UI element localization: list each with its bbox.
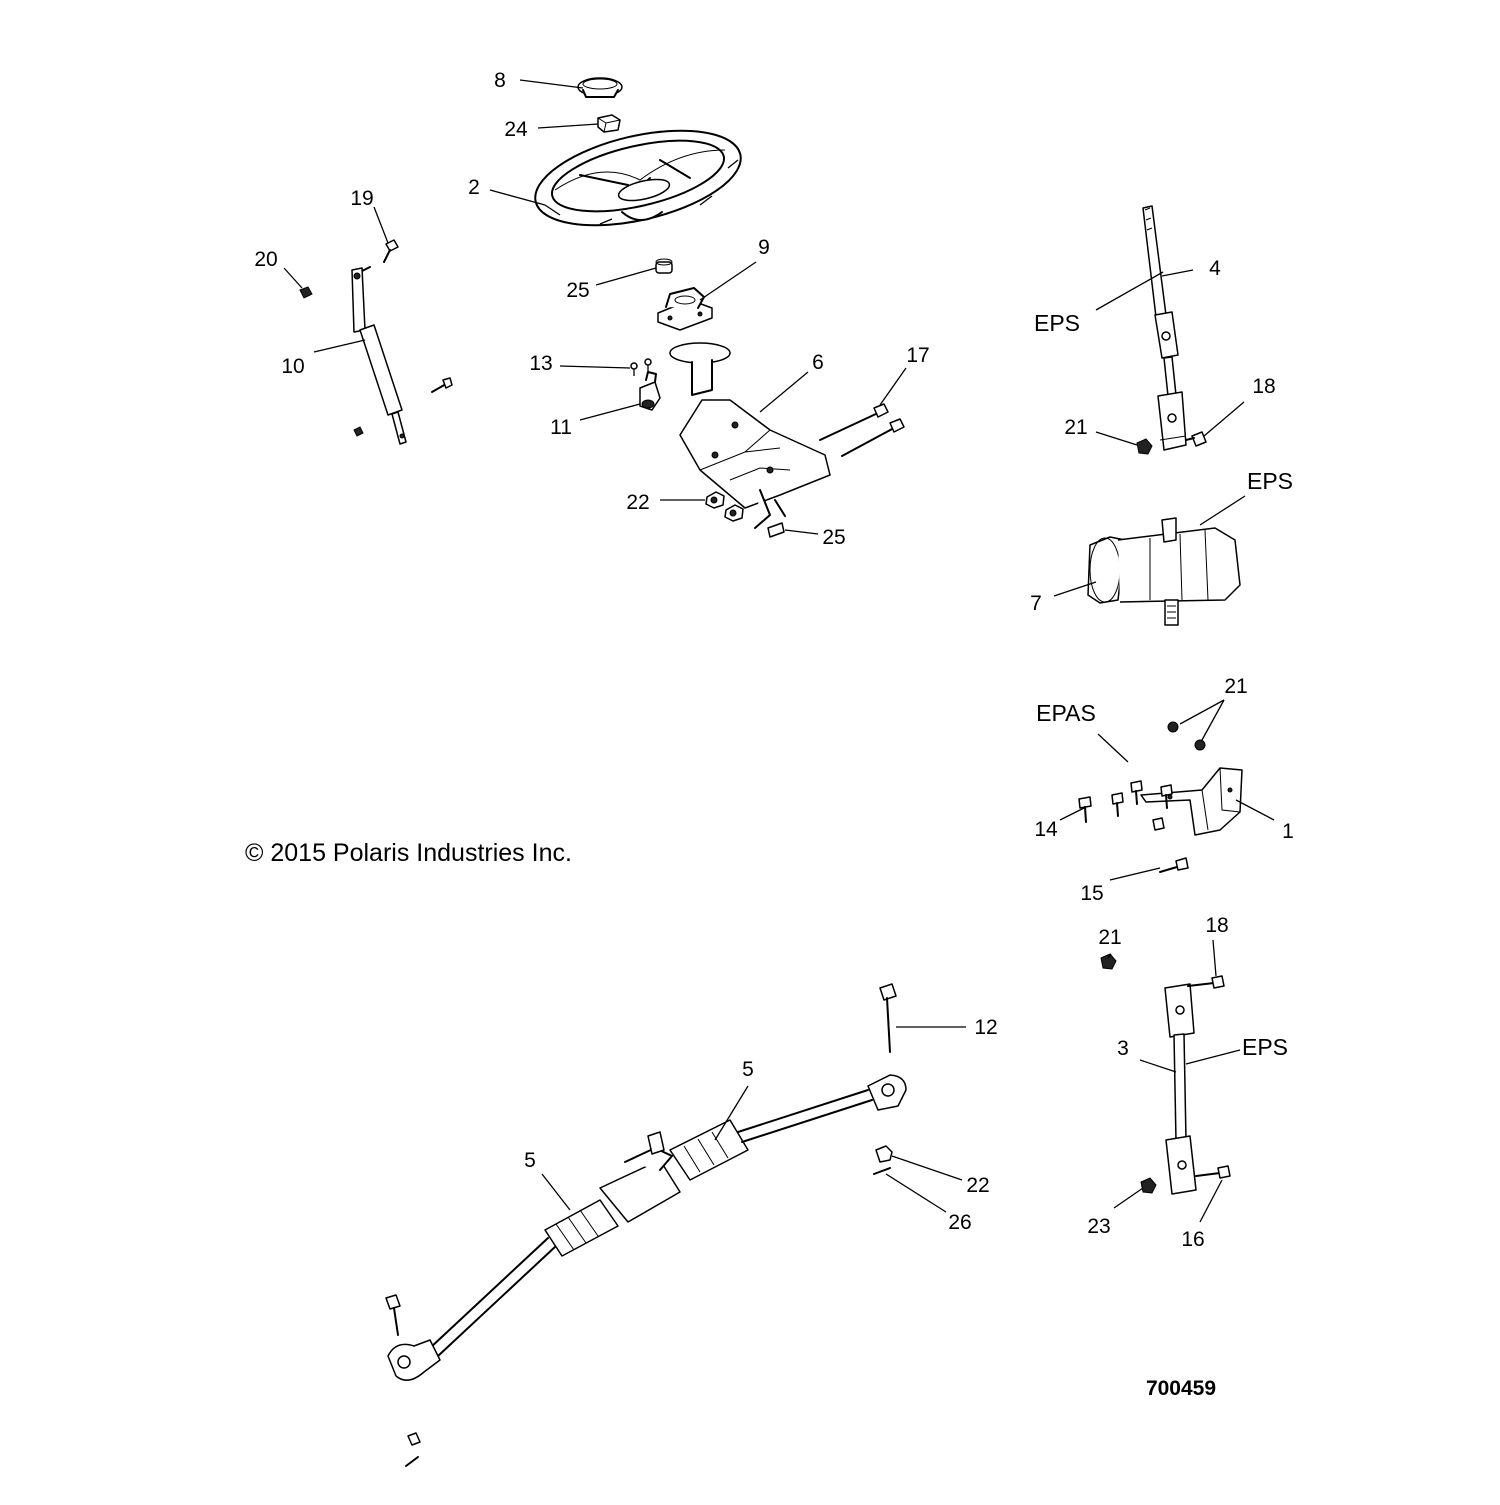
tag-epas: EPAS <box>1036 700 1096 726</box>
callout-17: 17 <box>906 344 929 367</box>
part-tie-rod-nut-pin <box>873 1145 893 1175</box>
callout-19: 19 <box>350 187 373 210</box>
part-epas-nuts <box>1167 721 1206 751</box>
callout-8: 8 <box>494 69 506 92</box>
callout-16: 16 <box>1181 1228 1204 1251</box>
callout-25-lower: 25 <box>822 526 845 549</box>
callout-12: 12 <box>974 1016 997 1039</box>
callout-22-upper: 22 <box>626 491 649 514</box>
callout-20: 20 <box>254 248 277 271</box>
callout-25-upper: 25 <box>566 279 589 302</box>
part-tie-rod-bolt-upper <box>879 983 897 1053</box>
callout-9: 9 <box>758 236 770 259</box>
part-steering-cap <box>577 77 623 98</box>
callout-1: 1 <box>1282 820 1294 843</box>
copyright-notice: © 2015 Polaris Industries Inc. <box>245 839 572 867</box>
callout-24: 24 <box>504 118 528 141</box>
figure-id: 700459 <box>1146 1377 1216 1400</box>
callout-23: 23 <box>1087 1215 1110 1238</box>
part-sensor <box>639 371 661 411</box>
callout-5-upper: 5 <box>742 1058 754 1081</box>
part-spacer-lower <box>767 522 785 538</box>
part-epas-bolts <box>1078 780 1189 873</box>
part-upper-shaft <box>1142 205 1187 451</box>
part-epas-bracket <box>1140 767 1243 836</box>
part-spacer-upper <box>655 258 673 274</box>
part-column-support <box>669 342 831 529</box>
callout-26: 26 <box>948 1211 971 1234</box>
callout-18-lower: 18 <box>1205 914 1228 937</box>
part-shaft-fasteners-upper <box>1136 431 1207 455</box>
callout-22-lower: 22 <box>966 1174 989 1197</box>
callout-18-upper: 18 <box>1252 375 1275 398</box>
part-lower-shaft <box>1164 983 1197 1195</box>
callout-10: 10 <box>281 355 304 378</box>
callout-3: 3 <box>1117 1037 1129 1060</box>
callout-13: 13 <box>529 352 552 375</box>
part-steering-rack <box>387 1074 907 1381</box>
callout-21-epas: 21 <box>1224 675 1247 698</box>
callout-5-lower: 5 <box>524 1149 536 1172</box>
part-screws <box>630 358 652 376</box>
callout-6: 6 <box>812 351 824 374</box>
callout-14: 14 <box>1034 818 1058 841</box>
part-shaft-fasteners-lower <box>1100 953 1231 1194</box>
part-eps-unit <box>1087 517 1241 626</box>
part-tie-rod-bolt-lower <box>385 1294 421 1467</box>
part-wheel-nut <box>597 114 621 133</box>
callout-7: 7 <box>1030 592 1042 615</box>
callout-11: 11 <box>550 416 572 439</box>
callout-21-lower: 21 <box>1098 926 1121 949</box>
tag-eps-unit: EPS <box>1247 468 1293 494</box>
tag-eps-lower-shaft: EPS <box>1242 1034 1288 1060</box>
part-small-fasteners <box>299 239 453 437</box>
part-hub-adapter <box>657 287 713 331</box>
part-flange-nuts-upper <box>705 491 744 522</box>
leader-lines <box>283 79 1275 1223</box>
tag-eps-upper-shaft: EPS <box>1034 310 1080 336</box>
callout-15: 15 <box>1080 882 1103 905</box>
part-steering-wheel <box>534 129 742 227</box>
callout-4: 4 <box>1209 257 1221 280</box>
part-long-bolts <box>819 403 905 457</box>
part-tilt-strut <box>351 267 407 445</box>
callout-21-upper: 21 <box>1064 416 1087 439</box>
callout-2: 2 <box>468 176 480 199</box>
